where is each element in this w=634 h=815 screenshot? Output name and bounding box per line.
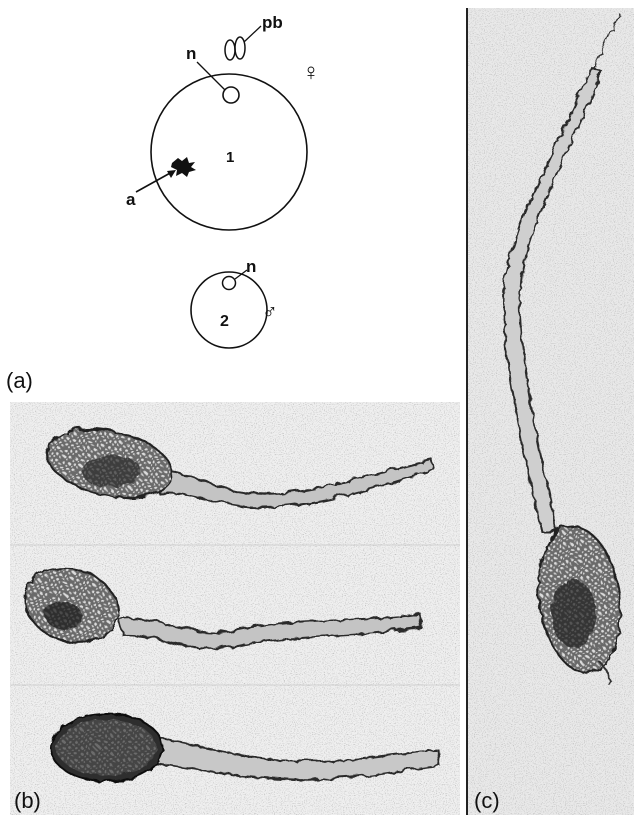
panel-c-label: (c) [474, 788, 500, 813]
egg-nucleus [223, 87, 239, 103]
pb-leader-line [244, 26, 261, 42]
polar-body-right [235, 37, 245, 59]
panel-a-label: (a) [6, 368, 33, 393]
panel-b-label: (b) [14, 788, 41, 813]
sperm-2-head-core [44, 600, 80, 628]
panel-c: (c) [466, 8, 634, 815]
label-a: a [126, 190, 136, 209]
label-n-sperm: n [246, 257, 256, 276]
sperm-long-head-core [550, 578, 594, 646]
cell-2-nucleus [223, 277, 236, 290]
female-symbol: ♀ [302, 59, 320, 86]
polar-body-left [225, 40, 235, 60]
n-leader-line-egg [197, 62, 225, 90]
label-2: 2 [220, 313, 229, 330]
cell-2 [191, 272, 267, 348]
label-n-egg: n [186, 44, 196, 63]
male-symbol: ♂ [262, 300, 278, 323]
panel-b: (b) [10, 402, 460, 815]
spot-a [171, 157, 196, 177]
panel-a: pb n a 1 ♀ n 2 ♂ (a) [6, 13, 320, 393]
panel-c-grain [466, 8, 634, 815]
sperm-3-head-texture [55, 718, 155, 774]
label-1: 1 [226, 149, 234, 166]
label-pb: pb [262, 13, 283, 32]
sperm-1-head-core [80, 454, 140, 486]
